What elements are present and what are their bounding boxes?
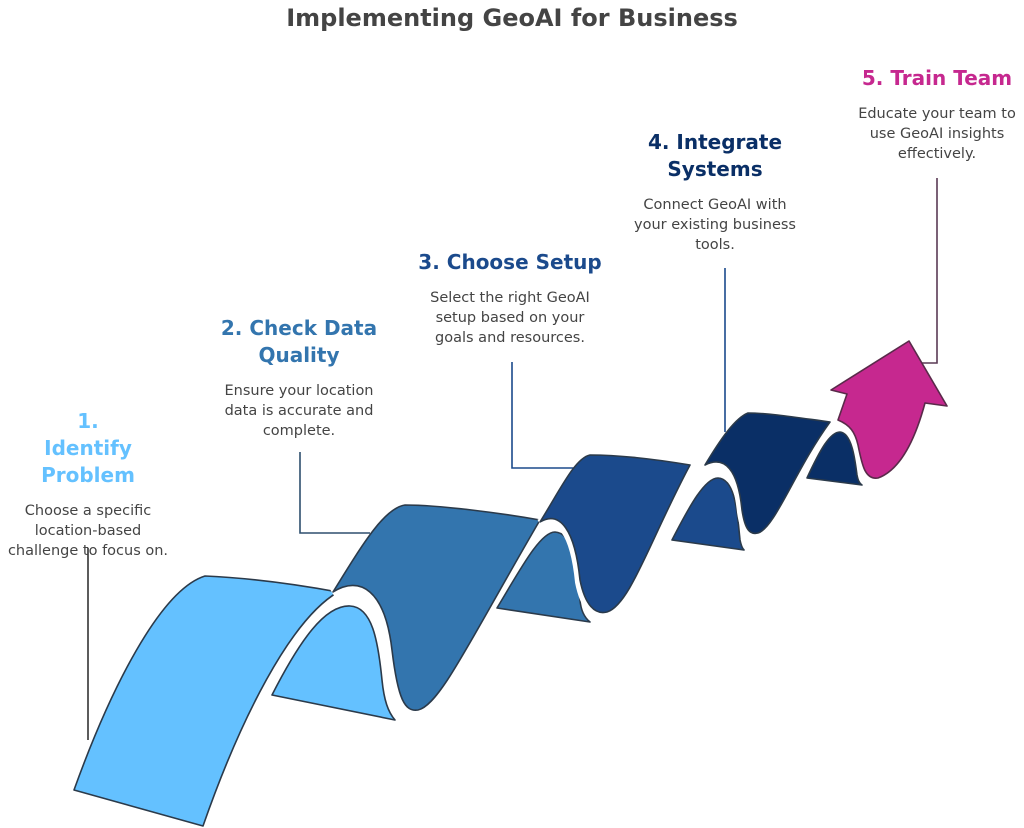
ribbon-segment-1 — [73, 575, 339, 827]
step-description: Select the right GeoAI setup based on yo… — [430, 290, 590, 346]
step-description: Educate your team to use GeoAI insights … — [858, 106, 1016, 162]
ribbon-segment-2 — [332, 504, 541, 711]
diagram-title: Implementing GeoAI for Business — [286, 4, 738, 32]
ribbon-segment-3 — [539, 454, 691, 614]
ribbon-fold-4 — [806, 431, 863, 486]
step-description: Ensure your location data is accurate an… — [224, 383, 374, 439]
step-title: 4. Integrate Systems — [647, 130, 783, 181]
ribbon-fold-1 — [271, 605, 396, 721]
step-5: 5. Train Team Educate your team to use G… — [842, 65, 1024, 164]
connector-3 — [511, 362, 575, 469]
step-title: 1. Identify Problem — [41, 409, 135, 487]
step-3: 3. Choose Setup Select the right GeoAI s… — [410, 249, 610, 348]
ribbon-segment-4 — [704, 412, 831, 535]
step-title: 2. Check Data Quality — [220, 316, 378, 367]
step-description: Choose a specific location-based challen… — [7, 503, 169, 559]
step-title: 5. Train Team — [861, 66, 1013, 90]
ribbon-fold-3 — [671, 477, 745, 551]
step-1: 1. Identify Problem Choose a specific lo… — [0, 408, 176, 561]
step-title: 3. Choose Setup — [418, 250, 602, 274]
connector-2 — [299, 452, 370, 534]
step-4: 4. Integrate Systems Connect GeoAI with … — [625, 129, 805, 255]
arrow-head — [830, 340, 948, 479]
connector-5 — [918, 178, 938, 364]
step-2: 2. Check Data Quality Ensure your locati… — [205, 315, 393, 441]
step-description: Connect GeoAI with your existing busines… — [634, 197, 796, 253]
